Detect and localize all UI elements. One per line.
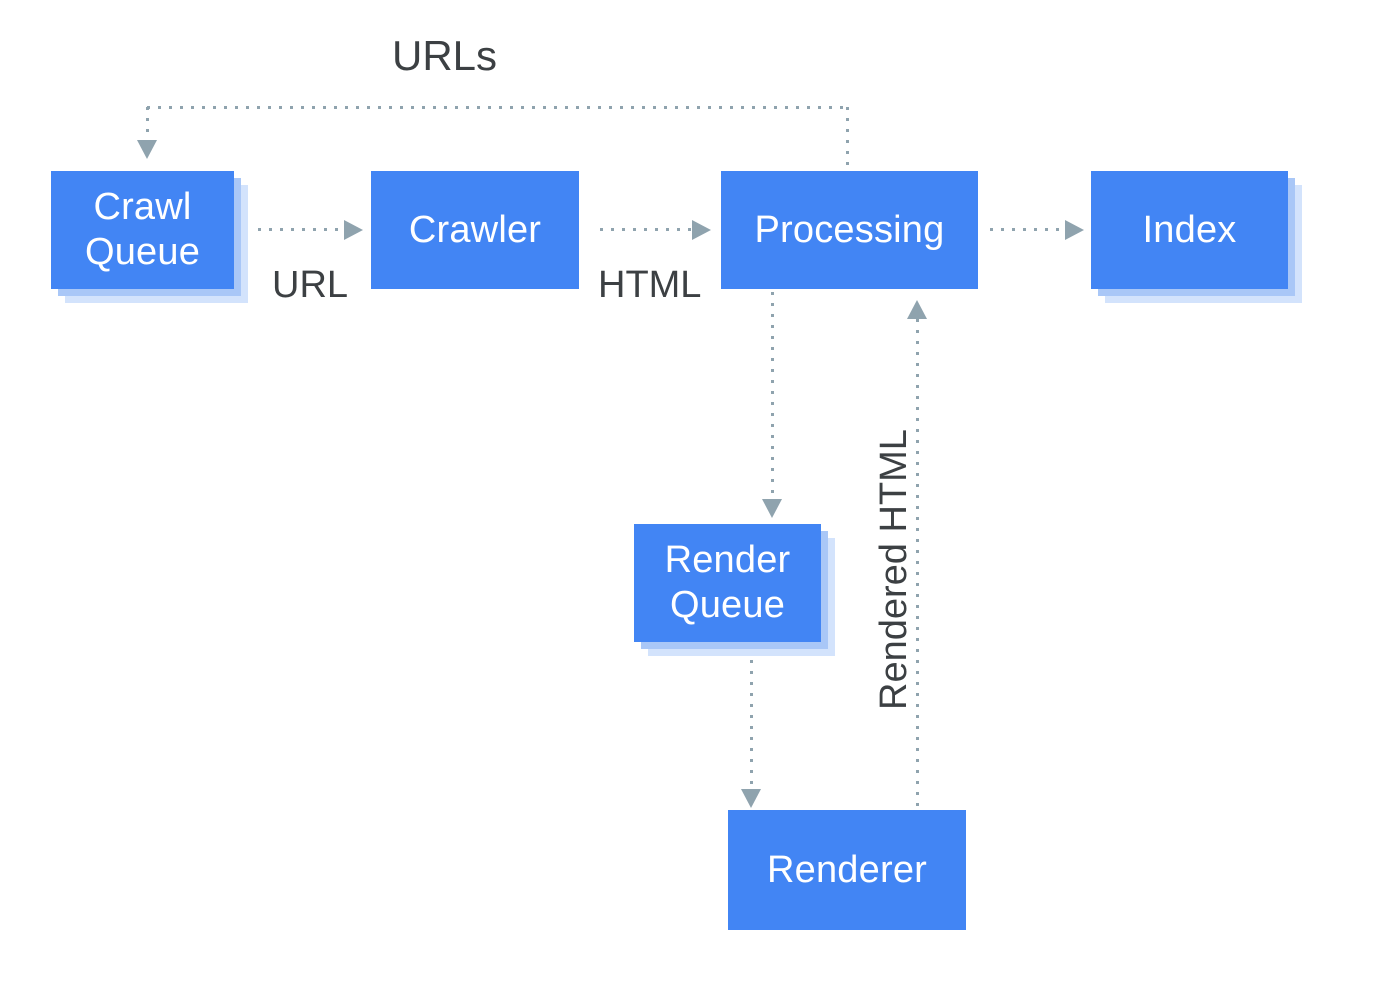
node-render-queue[interactable]: Render Queue [634,524,821,642]
rendered-html-edge-line [916,319,919,811]
html-edge-line [600,228,692,231]
render-queue-edge-line [771,292,774,499]
node-renderer-label: Renderer [766,848,928,891]
urls-edge-segment-across [147,106,849,109]
rendered-html-edge-arrowhead [907,300,927,319]
renderer-edge-line [750,660,753,789]
edge-label-rendered-html: Rendered HTML [873,429,915,710]
node-crawl-queue[interactable]: Crawl Queue [51,171,234,289]
node-processing-label: Processing [754,208,945,251]
node-render-queue-label: Render Queue [664,539,791,626]
index-edge-arrowhead [1065,220,1084,240]
node-processing[interactable]: Processing [721,171,978,289]
edge-label-urls: URLs [392,32,498,79]
renderer-edge-arrowhead [741,789,761,808]
node-crawl-queue-label: Crawl Queue [84,186,201,273]
node-renderer[interactable]: Renderer [728,810,966,930]
edge-label-url: URL [272,264,349,306]
node-crawler-label: Crawler [408,208,542,251]
node-index-label: Index [1142,208,1237,251]
urls-edge-segment-down [146,107,149,142]
node-crawler[interactable]: Crawler [371,171,579,289]
url-edge-arrowhead [344,220,363,240]
urls-edge-segment-up [846,107,849,173]
edge-label-html: HTML [598,264,702,306]
urls-edge-arrowhead [137,140,157,159]
render-queue-edge-arrowhead [762,499,782,518]
html-edge-arrowhead [692,220,711,240]
index-edge-line [990,228,1065,231]
url-edge-line [258,228,344,231]
node-index[interactable]: Index [1091,171,1288,289]
